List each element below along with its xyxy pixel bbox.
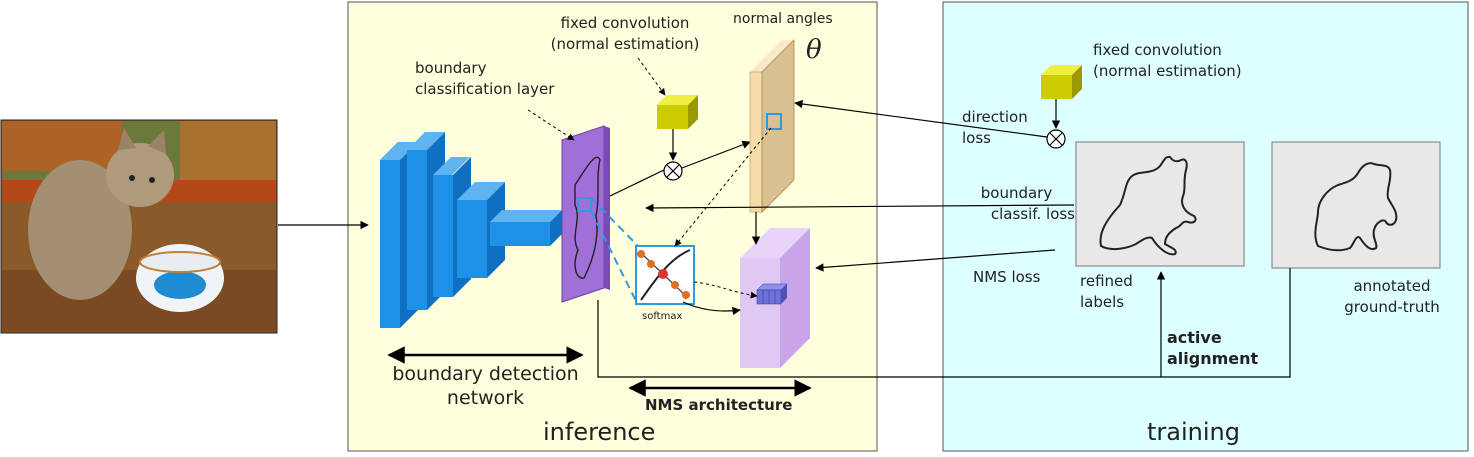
- theta-symbol: θ: [806, 35, 822, 65]
- active-alignment-line1: active: [1167, 328, 1222, 347]
- fixed-conv-inference-line2: (normal estimation): [550, 35, 700, 53]
- refined-labels-label: refined labels: [1080, 271, 1133, 313]
- fixed-conv-cube-training: [1041, 65, 1082, 99]
- normal-angle-map: [749, 39, 795, 213]
- nms-volume: [740, 228, 810, 368]
- boundary-classification-layer-label: boundary classification layer: [415, 58, 554, 100]
- boundary-classification-line2: classification layer: [415, 80, 555, 98]
- annotated-ground-truth-image: [1271, 141, 1441, 269]
- fixed-conv-inference-line1: fixed convolution: [560, 14, 690, 32]
- direction-loss-label: direction loss: [962, 107, 1028, 149]
- active-alignment-line2: alignment: [1167, 349, 1259, 368]
- fixed-conv-training-line1: fixed convolution: [1093, 41, 1222, 59]
- annotated-ground-truth-line2: ground-truth: [1344, 298, 1440, 316]
- boundary-classif-loss-line1: boundary: [980, 184, 1053, 202]
- fixed-conv-training-label: fixed convolution (normal estimation): [1093, 40, 1242, 82]
- boundary-detection-network-label: boundary detection network: [373, 362, 598, 410]
- annotated-ground-truth-line1: annotated: [1353, 277, 1431, 295]
- inference-title: inference: [543, 418, 656, 446]
- zoom-inset: [635, 245, 695, 305]
- training-title: training: [1147, 418, 1240, 446]
- softmax-label: softmax: [642, 311, 683, 322]
- refined-labels-image: [1075, 141, 1245, 267]
- fixed-conv-inference-label: fixed convolution (normal estimation): [540, 13, 710, 55]
- boundary-detection-line1: boundary detection: [392, 363, 579, 385]
- nms-loss-label: NMS loss: [973, 268, 1041, 286]
- boundary-classif-loss-label: boundary classif. loss: [958, 183, 1075, 225]
- multiply-node-inference: [663, 161, 683, 181]
- multiply-node-training: [1046, 129, 1066, 149]
- boundary-classification-line1: boundary: [415, 59, 487, 77]
- boundary-classif-loss-line2: classif. loss: [990, 205, 1075, 223]
- refined-labels-line2: labels: [1080, 293, 1125, 311]
- input-image: [0, 119, 278, 334]
- boundary-detection-line2: network: [446, 387, 525, 409]
- annotated-ground-truth-label: annotated ground-truth: [1332, 276, 1452, 318]
- fixed-conv-cube-inference: [657, 95, 698, 129]
- refined-labels-line1: refined: [1080, 272, 1133, 290]
- boundary-detection-network: [380, 132, 562, 328]
- fixed-conv-training-line2: (normal estimation): [1093, 62, 1242, 80]
- boundary-classification-layer: [561, 125, 610, 303]
- direction-loss-line2: loss: [962, 129, 991, 147]
- nms-architecture-label: NMS architecture: [645, 396, 793, 414]
- active-alignment-label: active alignment: [1167, 327, 1258, 369]
- direction-loss-line1: direction: [962, 108, 1028, 126]
- normal-angles-label: normal angles: [733, 11, 833, 27]
